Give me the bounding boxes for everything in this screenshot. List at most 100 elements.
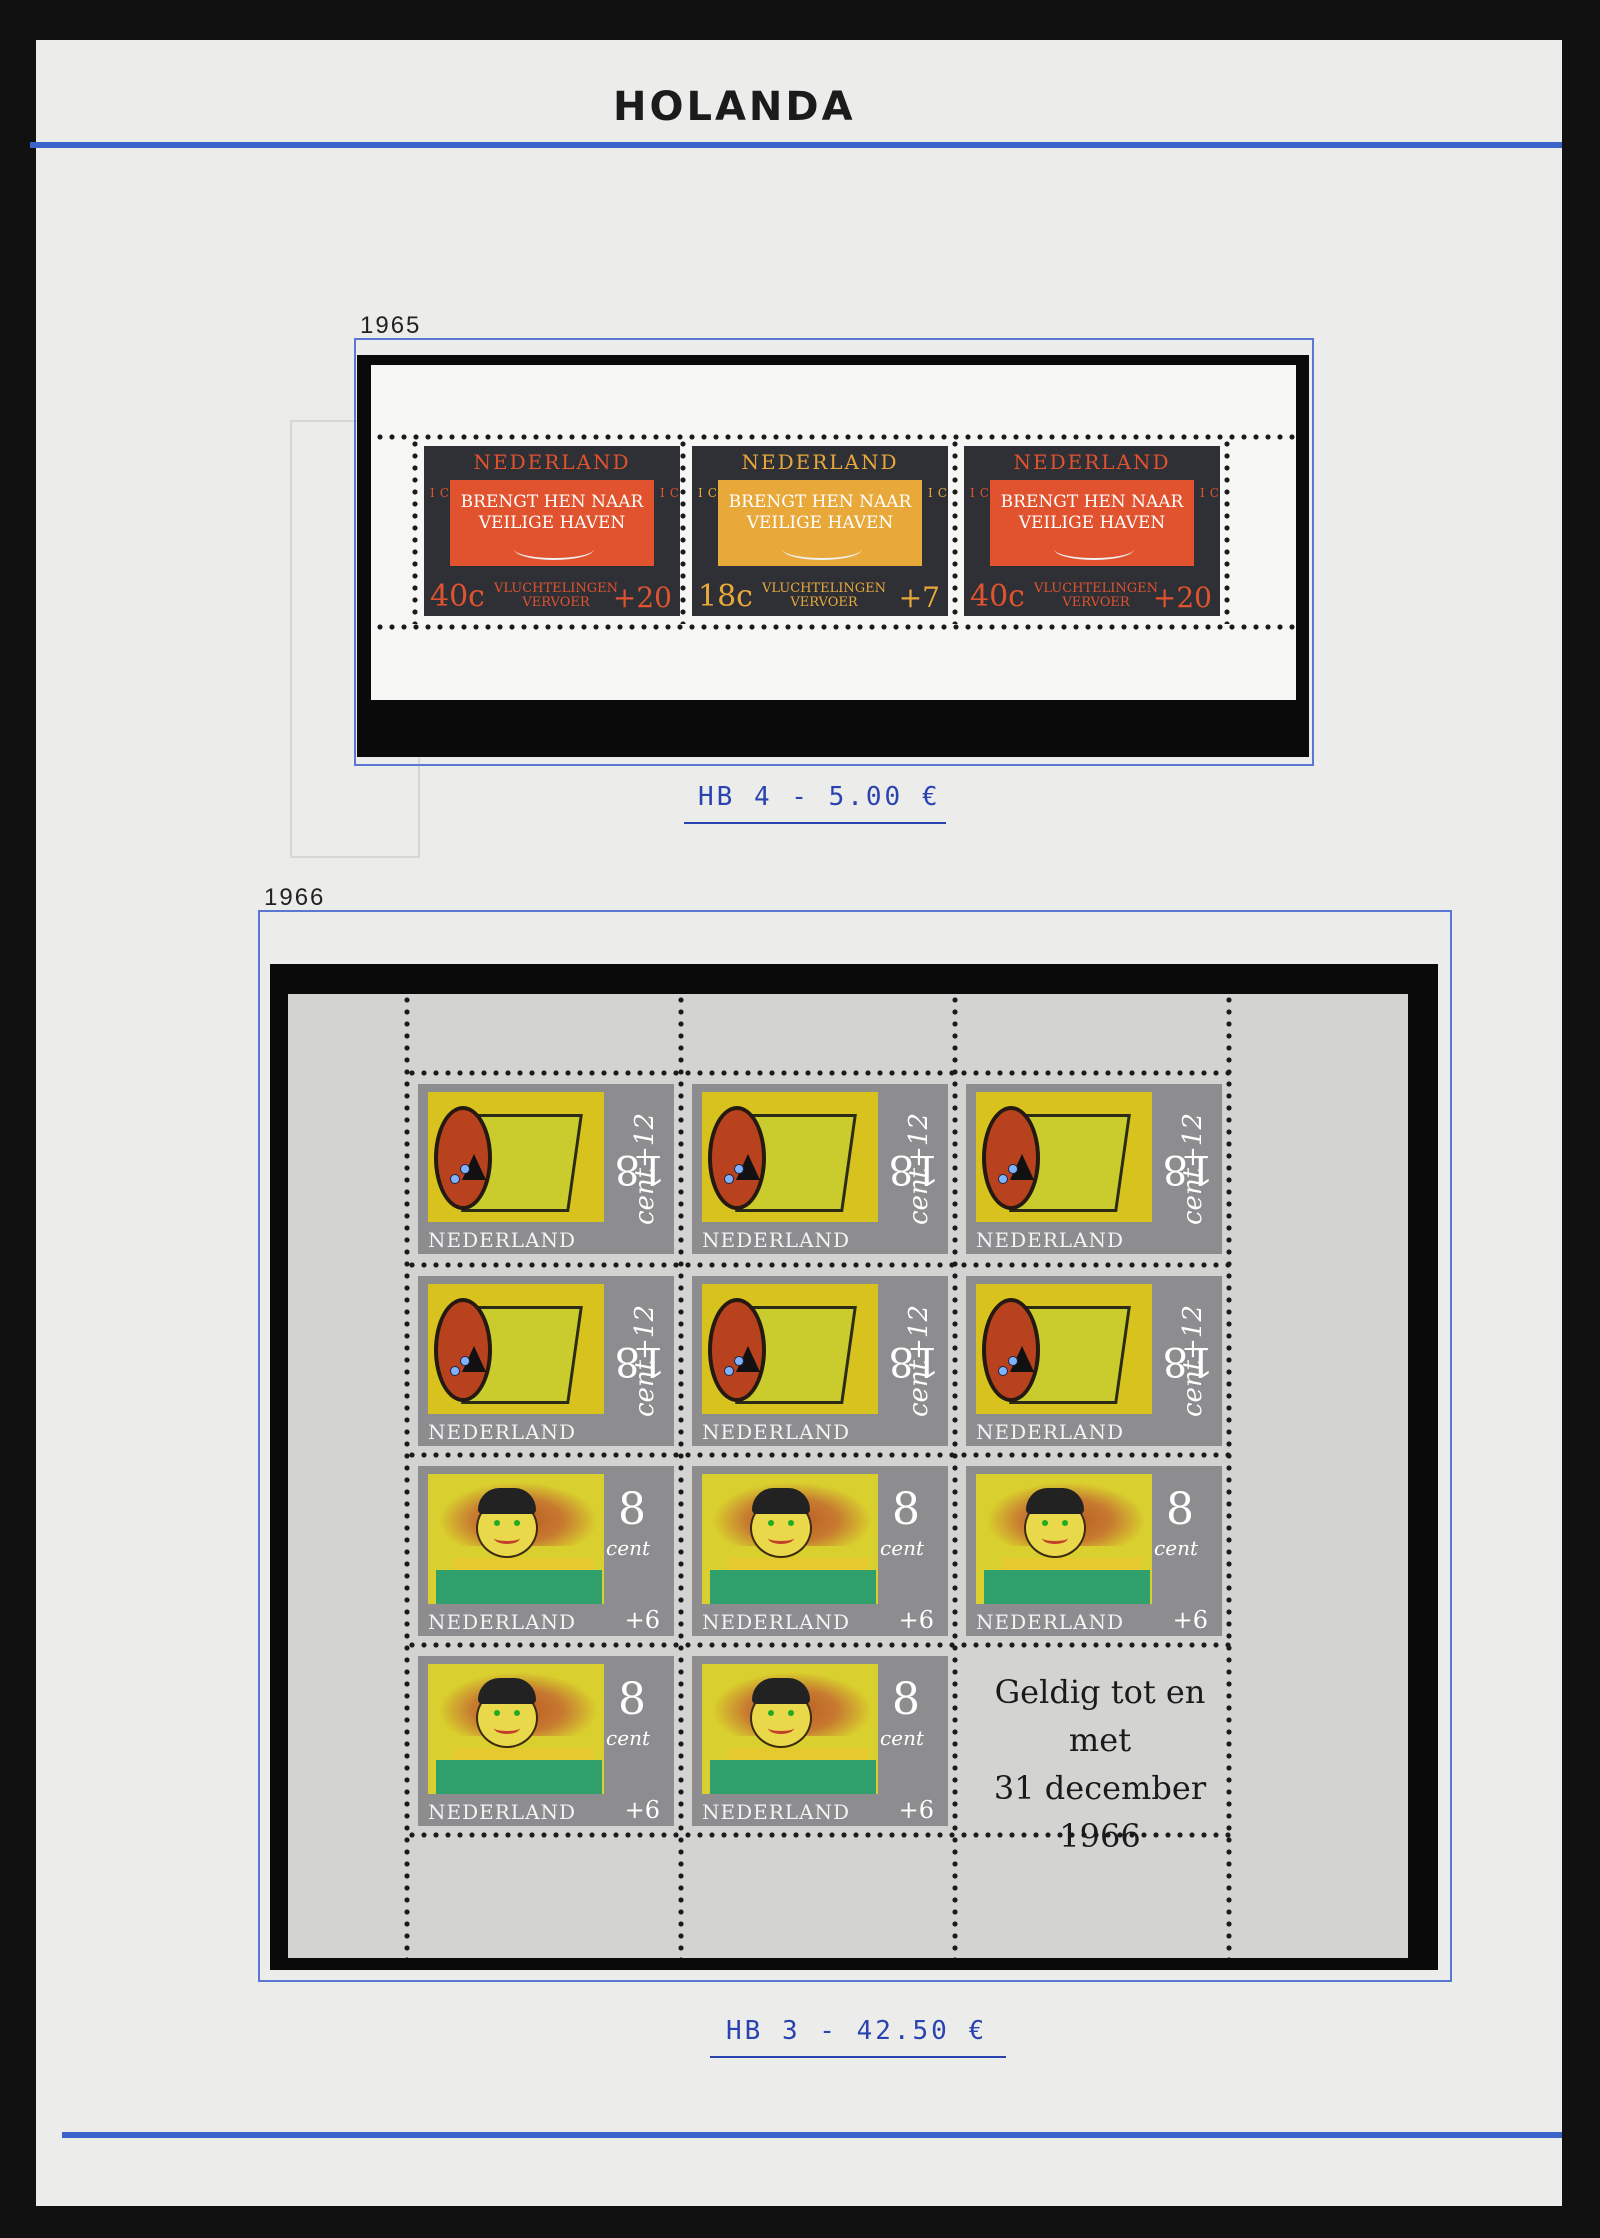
stamp-drum: 18 cent+12 NEDERLAND xyxy=(418,1084,674,1254)
stamp-country: NEDERLAND xyxy=(976,1420,1125,1444)
stamp-country: NEDERLAND xyxy=(428,1420,577,1444)
stamp-panel: BRENGT HEN NAAR VEILIGE HAVEN xyxy=(718,480,922,566)
stamp-value: 8 xyxy=(892,1674,920,1725)
perforation-column xyxy=(1224,438,1230,624)
mount-frame-1966 xyxy=(258,910,1452,1982)
stamp-icem-3: NEDERLAND ICEM ICEM BRENGT HEN NAAR VEIL… xyxy=(964,446,1220,616)
catalog-note-1966: HB 3 - 42.50 € xyxy=(726,2016,988,2046)
stamp-country: NEDERLAND xyxy=(1013,450,1171,474)
perforation-row xyxy=(374,434,1300,440)
stamp-caption: VLUCHTELINGEN VERVOER xyxy=(493,581,619,610)
stamp-message: BRENGT HEN NAAR VEILIGE HAVEN xyxy=(460,492,644,533)
stamp-drum: 18 cent+12 NEDERLAND xyxy=(966,1276,1222,1446)
stamp-drum: 18 cent+12 NEDERLAND xyxy=(418,1276,674,1446)
stamp-artwork xyxy=(428,1664,604,1794)
drum-drawing xyxy=(428,1092,604,1222)
stamp-icem-1: NEDERLAND ICEM ICEM BRENGT HEN NAAR VEIL… xyxy=(424,446,680,616)
stamp-doll: 8 cent NEDERLAND +6 xyxy=(692,1466,948,1636)
doll-drawing xyxy=(428,1474,604,1604)
stamp-panel: BRENGT HEN NAAR VEILIGE HAVEN xyxy=(450,480,654,566)
stamp-country: NEDERLAND xyxy=(702,1420,851,1444)
perforation-row xyxy=(406,1642,1232,1648)
stamp-value-vertical: 18 cent+12 xyxy=(612,1276,668,1446)
stamp-value: 8 xyxy=(1166,1484,1194,1535)
validity-label: Geldig tot en met 31 december 1966 xyxy=(993,1673,1207,1855)
stamp-drum: 18 cent+12 NEDERLAND xyxy=(966,1084,1222,1254)
page-title: HOLANDA xyxy=(613,84,856,130)
stamp-surcharge: +7 xyxy=(898,581,940,614)
stamp-value: 18 xyxy=(1162,1146,1214,1193)
stamp-value-vertical: 18 cent+12 xyxy=(1160,1276,1216,1446)
stamp-side-text: ICEM xyxy=(928,486,948,500)
stamp-value: 18 xyxy=(1162,1338,1214,1385)
stamp-value-vertical: 18 cent+12 xyxy=(886,1084,942,1254)
stamp-country: NEDERLAND xyxy=(702,1610,851,1634)
stamp-artwork xyxy=(428,1474,604,1604)
signature-mark xyxy=(514,538,594,560)
stamp-value: 40c xyxy=(970,579,1025,614)
stamp-surcharge: +6 xyxy=(898,1606,934,1634)
perforation-row xyxy=(406,1262,1232,1268)
perforation-column xyxy=(678,994,684,1958)
stamp-country: NEDERLAND xyxy=(741,450,899,474)
stamp-country: NEDERLAND xyxy=(976,1610,1125,1634)
stamp-surcharge: +20 xyxy=(612,581,672,614)
stamp-unit: cent xyxy=(606,1536,650,1560)
signature-mark xyxy=(782,538,862,560)
signature-mark xyxy=(1054,538,1134,560)
stamp-panel: BRENGT HEN NAAR VEILIGE HAVEN xyxy=(990,480,1194,566)
header-rule xyxy=(30,142,1562,148)
stamp-value: 8 xyxy=(618,1484,646,1535)
stamp-artwork xyxy=(976,1284,1152,1414)
stamp-value-vertical: 18 cent+12 xyxy=(612,1084,668,1254)
perforation-column xyxy=(952,994,958,1958)
stamp-drum: 18 cent+12 NEDERLAND xyxy=(692,1084,948,1254)
stamp-value: 18 xyxy=(614,1146,666,1193)
stamp-value-vertical: 18 cent+12 xyxy=(886,1276,942,1446)
perforation-column xyxy=(1226,994,1232,1958)
stamp-surcharge: +6 xyxy=(898,1796,934,1824)
stamp-artwork xyxy=(428,1284,604,1414)
drum-drawing xyxy=(702,1284,878,1414)
perforation-column xyxy=(952,438,958,624)
doll-drawing xyxy=(702,1474,878,1604)
perforation-column xyxy=(680,438,686,624)
stamp-message: BRENGT HEN NAAR VEILIGE HAVEN xyxy=(728,492,912,533)
perforation-row xyxy=(406,1832,1232,1838)
perforation-row xyxy=(374,624,1300,630)
stamp-side-text: ICEM xyxy=(1200,486,1220,500)
stamp-caption: VLUCHTELINGEN VERVOER xyxy=(1033,581,1159,610)
stamp-artwork xyxy=(702,1664,878,1794)
stamp-value: 18 xyxy=(614,1338,666,1385)
drum-drawing xyxy=(702,1092,878,1222)
stamp-value: 8 xyxy=(892,1484,920,1535)
stamp-doll: 8 cent NEDERLAND +6 xyxy=(418,1656,674,1826)
stamp-value: 40c xyxy=(430,579,485,614)
stamp-icem-2: NEDERLAND ICEM ICEM BRENGT HEN NAAR VEIL… xyxy=(692,446,948,616)
stamp-artwork xyxy=(976,1092,1152,1222)
stamp-message: BRENGT HEN NAAR VEILIGE HAVEN xyxy=(1000,492,1184,533)
stamp-value: 18 xyxy=(888,1146,940,1193)
stamp-country: NEDERLAND xyxy=(702,1800,851,1824)
year-label-1965: 1965 xyxy=(360,312,422,339)
stamp-artwork xyxy=(702,1284,878,1414)
doll-drawing xyxy=(428,1664,604,1794)
mount-frame-1965 xyxy=(354,338,1314,766)
stamp-surcharge: +6 xyxy=(624,1796,660,1824)
footer-rule xyxy=(62,2132,1562,2138)
drum-drawing xyxy=(976,1284,1152,1414)
stamp-artwork xyxy=(428,1092,604,1222)
perforation-column xyxy=(404,994,410,1958)
stamp-unit: cent xyxy=(606,1726,650,1750)
stamp-drum: 18 cent+12 NEDERLAND xyxy=(692,1276,948,1446)
stamp-country: NEDERLAND xyxy=(976,1228,1125,1252)
stamp-caption: VLUCHTELINGEN VERVOER xyxy=(761,581,887,610)
stamp-artwork xyxy=(702,1092,878,1222)
drum-drawing xyxy=(976,1092,1152,1222)
perforation-row xyxy=(406,1452,1232,1458)
stamp-country: NEDERLAND xyxy=(428,1800,577,1824)
stamp-unit: cent xyxy=(880,1536,924,1560)
stamp-unit: cent xyxy=(1154,1536,1198,1560)
doll-drawing xyxy=(976,1474,1152,1604)
stamp-artwork xyxy=(702,1474,878,1604)
